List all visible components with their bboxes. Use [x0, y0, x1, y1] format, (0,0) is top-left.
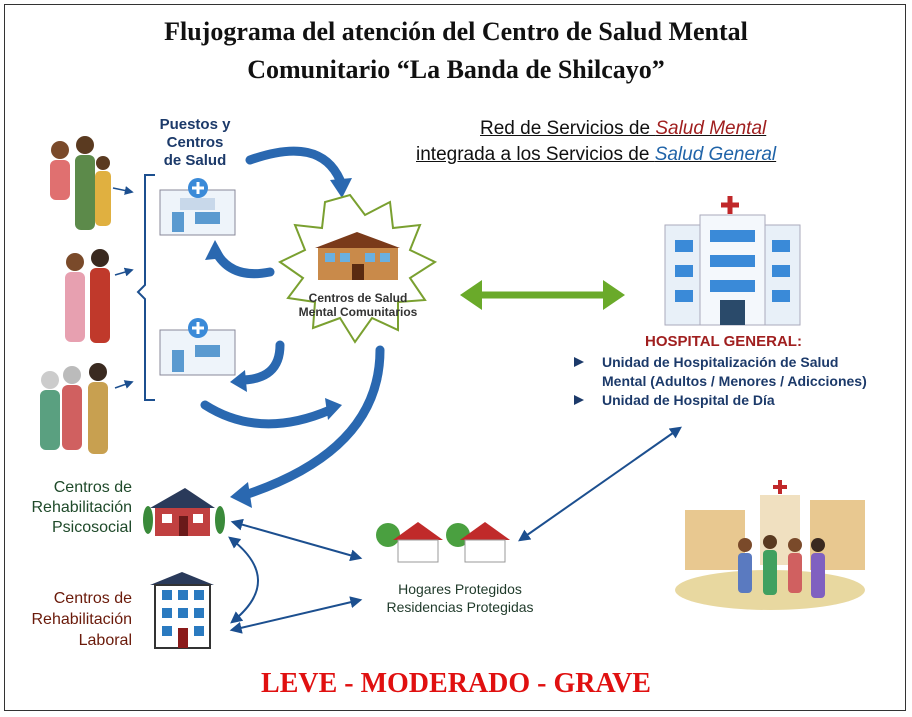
family-icon-1: [50, 136, 111, 230]
hospital-items: Unidad de Hospitalización de Salud Menta…: [602, 353, 867, 410]
hospital-item: Mental (Adultos / Menores / Adicciones): [602, 373, 867, 389]
labor-center-icon: [150, 572, 214, 649]
hospital-item: Unidad de Hospitalización de Salud: [602, 354, 839, 370]
hospital-title: HOSPITAL GENERAL:: [645, 333, 802, 350]
family-icon-3: [40, 363, 108, 454]
title-line-2: Comunitario “La Banda de Shilcayo”: [247, 55, 665, 84]
network-line-1: Red de Servicios de Salud Mental: [480, 118, 767, 139]
network-line-2: integrada a los Servicios de Salud Gener…: [416, 144, 777, 165]
hospital-item: Unidad de Hospital de Día: [602, 392, 775, 408]
protected-homes-icon: [376, 522, 510, 563]
frame-border: [4, 4, 906, 711]
title-line-1: Flujograma del atención del Centro de Sa…: [164, 17, 748, 46]
psychosocial-center-icon: [143, 488, 225, 536]
csmc-building-icon: [315, 232, 400, 280]
health-post-icon-2: [159, 318, 236, 376]
health-post-icon-1: [159, 178, 236, 236]
family-icon-2: [65, 249, 110, 343]
community-scene-image: [675, 480, 865, 610]
hospital-building-icon: [664, 196, 801, 326]
severity-footer: LEVE - MODERADO - GRAVE: [261, 668, 651, 699]
bullet-arrow-icons: [574, 357, 584, 405]
